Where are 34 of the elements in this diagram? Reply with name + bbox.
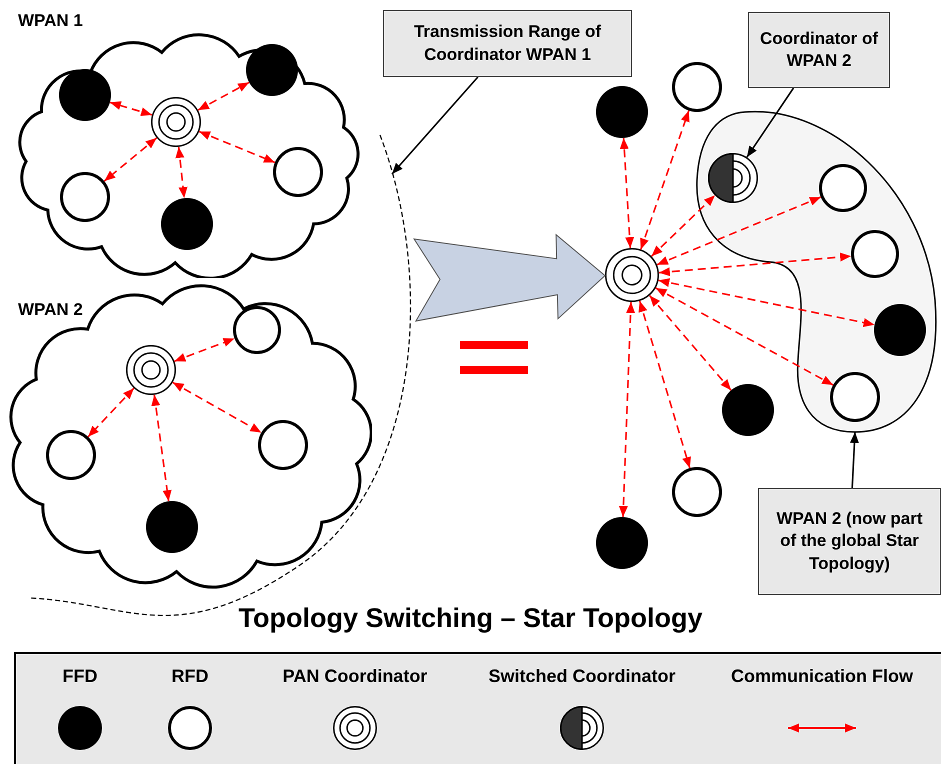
double-arrow [649, 294, 732, 391]
double-arrow [175, 146, 188, 198]
leader-line [850, 432, 859, 488]
legend-label: RFD [172, 666, 208, 686]
double-arrow [656, 196, 822, 266]
legend-label: Communication Flow [731, 666, 913, 686]
callout-box: Transmission Range of Coordinator WPAN 1 [383, 10, 632, 77]
double-arrow [110, 101, 152, 116]
double-arrow [198, 130, 276, 164]
double-arrow [151, 394, 172, 502]
double-arrow [650, 194, 716, 257]
double-arrow [655, 287, 834, 386]
block-arrow [413, 234, 606, 322]
group-title: WPAN 2 [18, 300, 83, 320]
double-arrow [638, 300, 691, 468]
callout-box: Coordinator of WPAN 2 [748, 12, 890, 88]
double-arrow [172, 382, 262, 434]
diagram-title: Topology Switching – Star Topology [238, 603, 702, 633]
double-arrow [104, 137, 158, 182]
leader-line [746, 88, 794, 158]
callout-box: WPAN 2 (now part of the global Star Topology) [758, 488, 941, 595]
double-arrow [658, 278, 875, 327]
legend-label: FFD [62, 666, 98, 686]
double-arrow [640, 110, 690, 250]
double-arrow [174, 338, 235, 362]
leader-line [391, 76, 478, 175]
double-arrow [658, 252, 852, 276]
double-arrow [618, 302, 636, 518]
legend-label: PAN Coordinator [282, 666, 428, 686]
double-arrow [88, 388, 134, 438]
double-arrow [198, 82, 250, 111]
double-arrow [620, 138, 634, 248]
legend-label: Switched Coordinator [488, 666, 676, 686]
group-title: WPAN 1 [18, 11, 83, 31]
